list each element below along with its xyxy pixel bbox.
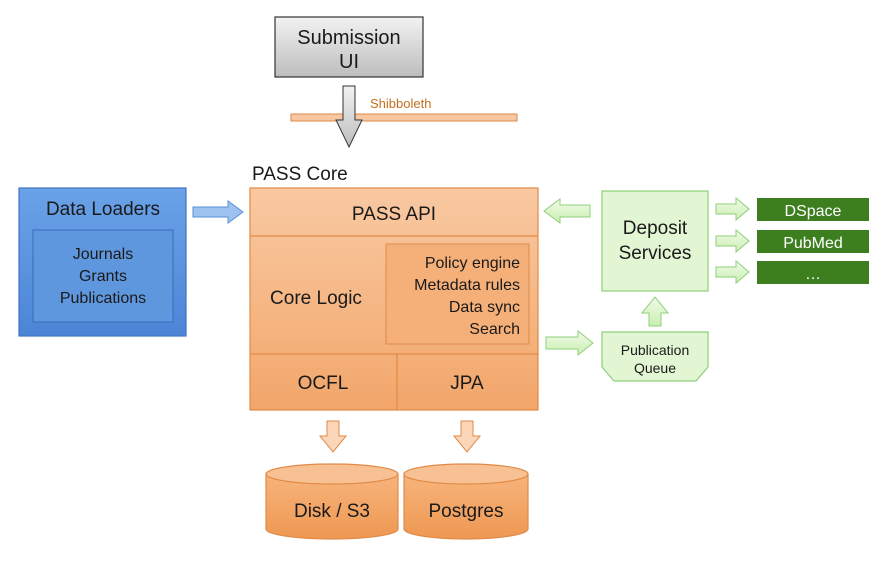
pass-core-container bbox=[249, 187, 539, 411]
submission-down-arrow bbox=[335, 85, 363, 149]
deposit-services-box bbox=[601, 190, 709, 292]
deposit-to-other-arrow bbox=[715, 259, 750, 285]
disk-s3-cylinder bbox=[265, 463, 399, 540]
jpa-label: JPA bbox=[450, 373, 484, 394]
repo-pubmed-box bbox=[757, 230, 869, 253]
submission-ui-box: Submission UI bbox=[274, 16, 424, 78]
data-loaders-item-grants: Grants bbox=[79, 268, 127, 285]
postgres-label: Postgres bbox=[429, 501, 504, 522]
module-search: Search bbox=[469, 321, 520, 338]
data-loaders-title: Data Loaders bbox=[46, 199, 160, 220]
core-logic-label: Core Logic bbox=[270, 288, 362, 309]
data-loaders-box bbox=[18, 187, 187, 337]
publication-queue-box bbox=[601, 331, 709, 382]
data-loaders-item-publications: Publications bbox=[60, 290, 146, 307]
jpa-down-arrow bbox=[452, 420, 482, 453]
repo-pubmed-label: PubMed bbox=[783, 235, 843, 252]
postgres-cylinder bbox=[403, 463, 529, 540]
module-policy-engine: Policy engine bbox=[425, 255, 520, 272]
repo-other-label: … bbox=[805, 266, 821, 283]
pass-core-title: PASS Core bbox=[252, 164, 348, 185]
disk-s3-label: Disk / S3 bbox=[294, 501, 370, 522]
module-metadata-rules: Metadata rules bbox=[414, 277, 520, 294]
shibboleth-band bbox=[290, 113, 518, 122]
core-to-queue-arrow bbox=[545, 329, 594, 357]
repo-dspace-box bbox=[757, 198, 869, 221]
repo-other-box bbox=[757, 261, 869, 284]
ocfl-label: OCFL bbox=[298, 373, 349, 394]
module-data-sync: Data sync bbox=[449, 299, 520, 316]
submission-ui-label-line2: UI bbox=[339, 51, 359, 73]
shibboleth-label: Shibboleth bbox=[370, 96, 431, 111]
deposit-to-pubmed-arrow bbox=[715, 228, 750, 254]
deposit-to-api-arrow bbox=[543, 198, 591, 224]
repo-dspace-label: DSpace bbox=[785, 203, 842, 220]
pass-api-label: PASS API bbox=[352, 204, 436, 225]
deposit-services-label-line2: Services bbox=[619, 243, 692, 264]
publication-queue-label-line2: Queue bbox=[634, 360, 676, 376]
data-loaders-arrow bbox=[192, 200, 244, 224]
queue-to-deposit-arrow bbox=[640, 296, 670, 327]
deposit-to-dspace-arrow bbox=[715, 196, 750, 222]
deposit-services-label-line1: Deposit bbox=[623, 218, 688, 239]
publication-queue-label-line1: Publication bbox=[621, 342, 690, 358]
data-loaders-item-journals: Journals bbox=[73, 246, 133, 263]
ocfl-down-arrow bbox=[318, 420, 348, 453]
submission-ui-label-line1: Submission bbox=[297, 27, 400, 49]
